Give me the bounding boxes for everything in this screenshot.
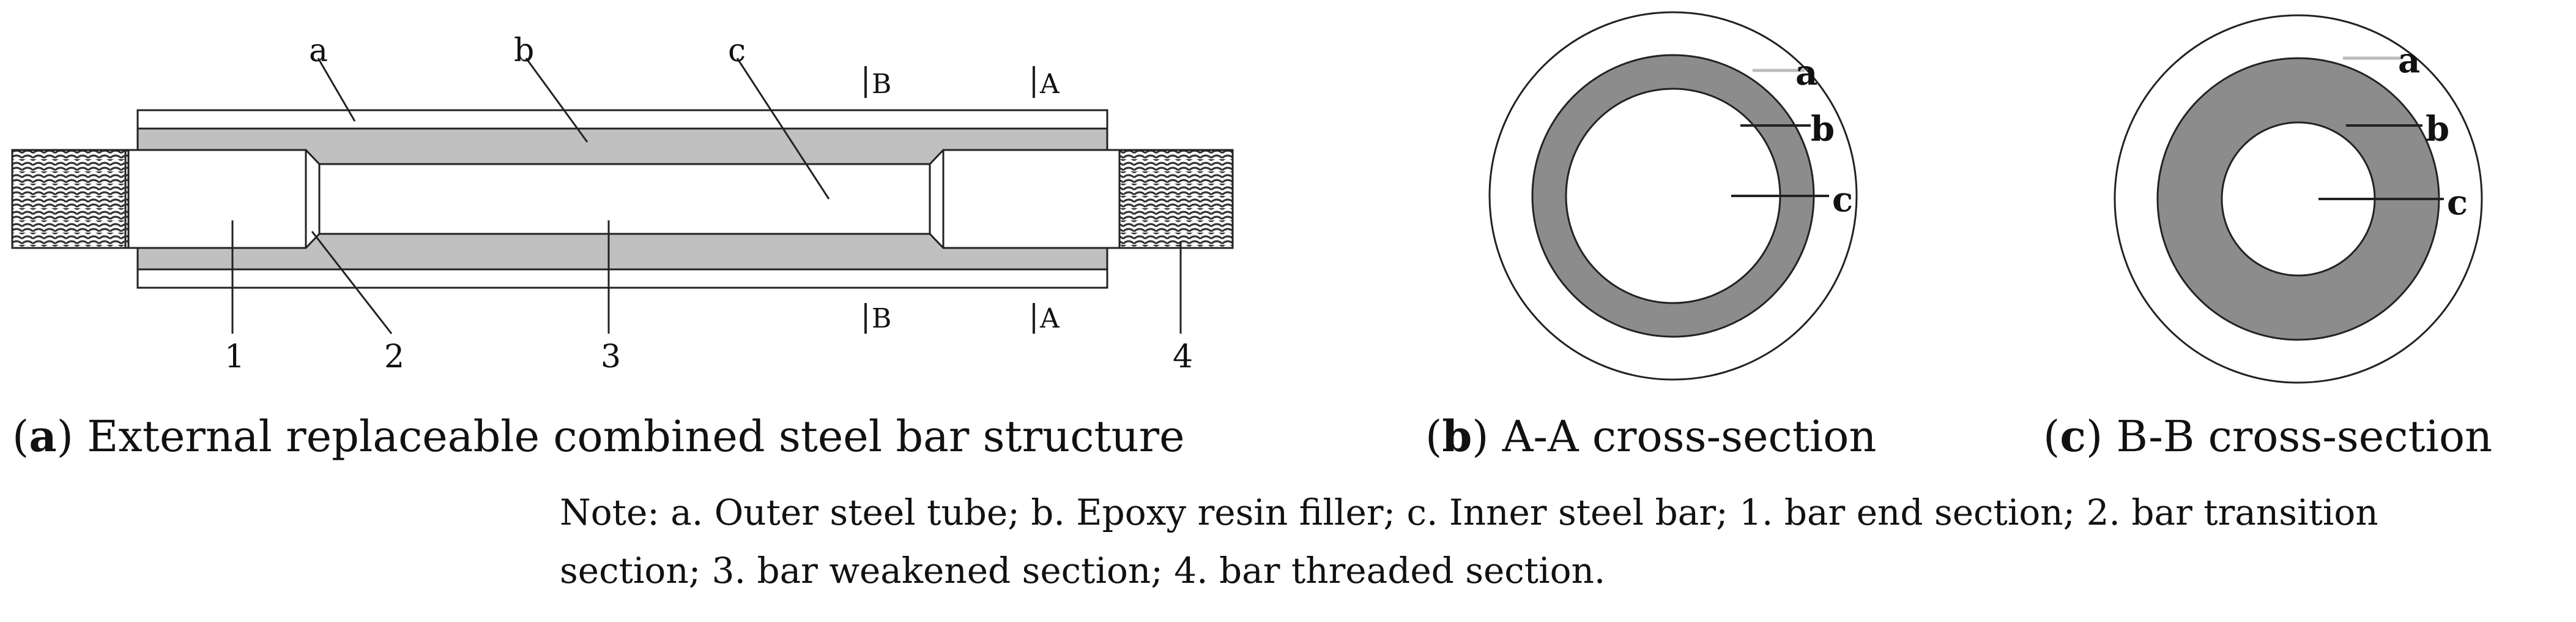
inner-steel-bar bbox=[124, 149, 1121, 249]
label-a: a bbox=[309, 32, 328, 69]
caption-open: ( bbox=[12, 411, 29, 462]
label-a: a bbox=[1795, 53, 1817, 93]
leader-b bbox=[525, 58, 588, 143]
label-4: 4 bbox=[1173, 339, 1193, 375]
leader-c bbox=[736, 58, 830, 200]
caption-panel-a: (a) External replaceable combined steel … bbox=[12, 415, 1185, 459]
caption-text: ) B-B cross-section bbox=[2085, 411, 2493, 462]
label-1: 1 bbox=[225, 339, 245, 375]
label-a: a bbox=[2398, 40, 2420, 81]
bb-cross-section-diagram: a b c bbox=[2114, 14, 2483, 384]
caption-text: ) External replaceable combined steel ba… bbox=[56, 411, 1185, 462]
thread-right bbox=[1118, 149, 1234, 249]
leader-a bbox=[317, 58, 356, 122]
label-c: c bbox=[2447, 182, 2468, 223]
bar-structure-diagram: a b c B A B A 1 2 3 4 bbox=[11, 32, 1234, 375]
caption-open: ( bbox=[1425, 411, 1442, 462]
caption-panel-c: (c) B-B cross-section bbox=[2043, 415, 2492, 459]
section-label-a-top: A bbox=[1039, 69, 1060, 100]
label-b: b bbox=[514, 32, 534, 69]
section-label-b-top: B bbox=[872, 69, 891, 100]
caption-letter: c bbox=[2060, 411, 2086, 462]
leader-2 bbox=[311, 231, 393, 334]
caption-panel-b: (b) A-A cross-section bbox=[1425, 415, 1876, 459]
label-b: b bbox=[1811, 109, 1835, 149]
caption-open: ( bbox=[2043, 411, 2060, 462]
caption-text: ) A-A cross-section bbox=[1472, 411, 1877, 462]
note-line-2: section; 3. bar weakened section; 4. bar… bbox=[560, 550, 1606, 591]
thread-left bbox=[11, 149, 130, 249]
aa-cross-section-diagram: a b c bbox=[1488, 11, 1858, 381]
label-2: 2 bbox=[384, 339, 404, 375]
section-label-a-bottom: A bbox=[1039, 303, 1060, 334]
label-c: c bbox=[1832, 179, 1853, 220]
caption-letter: a bbox=[29, 411, 57, 462]
label-b: b bbox=[2426, 109, 2449, 149]
figure-note: Note: a. Outer steel tube; b. Epoxy resi… bbox=[560, 484, 2378, 600]
section-label-b-bottom: B bbox=[872, 303, 891, 334]
label-3: 3 bbox=[601, 339, 621, 375]
note-line-1: Note: a. Outer steel tube; b. Epoxy resi… bbox=[560, 492, 2378, 533]
caption-letter: b bbox=[1442, 411, 1472, 462]
label-c: c bbox=[728, 32, 746, 69]
